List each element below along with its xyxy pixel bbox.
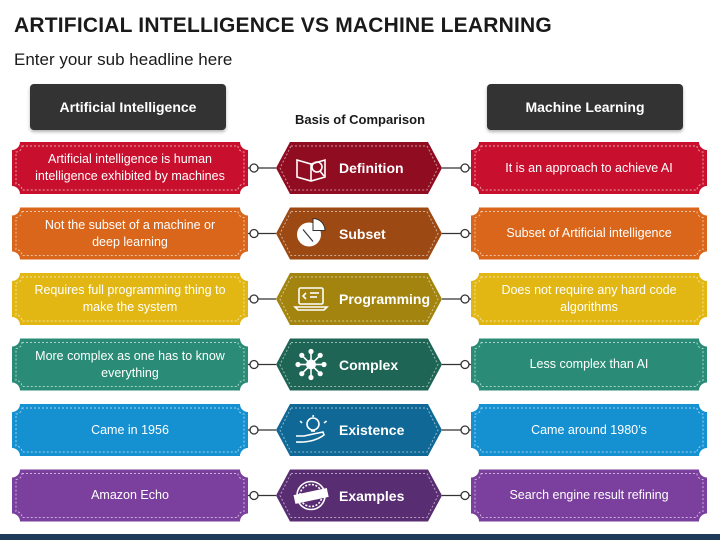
ai-card xyxy=(12,338,248,391)
basis-label: Existence xyxy=(339,422,405,438)
ai-card-text: More complex as one has to know everythi… xyxy=(35,348,225,380)
comparison-row xyxy=(12,273,707,325)
ml-column-header: Machine Learning xyxy=(487,84,683,130)
ml-card-border xyxy=(474,211,704,256)
ai-card xyxy=(12,273,248,325)
comparison-row xyxy=(12,469,707,522)
ml-card-border xyxy=(474,473,704,518)
ai-card-border xyxy=(15,473,245,518)
ai-card xyxy=(12,207,248,260)
right-connector-dot xyxy=(460,425,470,435)
right-connector-dot xyxy=(460,163,470,173)
ml-card-text: Less complex than AI xyxy=(529,357,649,371)
basis-badge xyxy=(276,273,442,325)
ai-card-text: Not the subset of a machine or deep lear… xyxy=(44,217,216,249)
page-subtitle: Enter your sub headline here xyxy=(14,50,233,69)
page-title: ARTIFICIAL INTELLIGENCE VS MACHINE LEARN… xyxy=(14,14,552,37)
ml-card xyxy=(471,404,707,456)
left-connector-dot xyxy=(249,359,259,370)
left-connector-dot xyxy=(249,490,259,501)
basis-label: Subset xyxy=(339,225,386,242)
basis-column-header: Basis of Comparison xyxy=(294,112,426,127)
bottom-bar xyxy=(0,534,720,540)
left-connector-dot xyxy=(249,294,259,304)
ai-card xyxy=(12,142,248,194)
ai-card-text: Amazon Echo xyxy=(91,488,169,502)
comparison-row xyxy=(12,142,707,194)
basis-label: Complex xyxy=(339,356,399,373)
ai-card-border xyxy=(15,145,245,191)
lightbulb-hand-icon xyxy=(295,414,328,443)
left-connector-dot xyxy=(249,425,259,435)
ai-card-border xyxy=(15,211,245,256)
ai-card-border xyxy=(15,342,245,387)
basis-badge-border xyxy=(279,211,439,256)
left-connector-dot xyxy=(249,228,259,239)
basis-badge-border xyxy=(279,473,439,518)
ai-card-text: Came in 1956 xyxy=(91,422,169,437)
ai-card-border xyxy=(15,407,245,453)
ml-card-border xyxy=(474,276,704,322)
basis-badge-border xyxy=(279,145,439,191)
ml-card xyxy=(471,338,707,391)
pie-chart-icon xyxy=(297,217,326,247)
network-icon xyxy=(295,348,327,381)
ml-card xyxy=(471,469,707,522)
basis-label: Programming xyxy=(339,291,431,307)
ml-card-text: Subset of Artificial intelligence xyxy=(506,226,672,240)
ml-card-text: It is an approach to achieve AI xyxy=(505,160,673,175)
basis-badge xyxy=(276,404,442,456)
ai-card xyxy=(12,469,248,522)
right-connector-dot xyxy=(460,294,470,304)
ml-card xyxy=(471,142,707,194)
basis-badge-border xyxy=(279,276,439,322)
right-connector-dot xyxy=(460,359,470,370)
basis-badge-border xyxy=(279,407,439,453)
book-icon xyxy=(296,158,326,182)
ai-card-border xyxy=(15,276,245,322)
right-connector-dot xyxy=(460,490,470,501)
ml-card xyxy=(471,207,707,260)
ai-card-text: Artificial intelligence is human intelli… xyxy=(35,152,225,183)
ai-card-text: Requires full programming thing to make … xyxy=(34,283,226,314)
example-stamp-icon xyxy=(293,480,329,511)
basis-badge xyxy=(276,338,442,391)
left-connector-dot xyxy=(249,163,259,173)
basis-badge-border xyxy=(279,342,439,387)
ai-card xyxy=(12,404,248,456)
right-connector-dot xyxy=(460,228,470,239)
ml-card-text: Search engine result refining xyxy=(509,488,669,502)
ml-card-border xyxy=(474,407,704,453)
ai-column-header: Artificial Intelligence xyxy=(30,84,226,130)
basis-badge xyxy=(276,142,442,194)
basis-label: Definition xyxy=(339,160,404,176)
ml-card-border xyxy=(474,145,704,191)
ml-card-text: Came around 1980’s xyxy=(531,422,647,437)
ml-card xyxy=(471,273,707,325)
laptop-code-icon xyxy=(293,287,329,311)
ml-card-border xyxy=(474,342,704,387)
comparison-row xyxy=(12,207,707,260)
basis-label: Examples xyxy=(339,487,405,504)
comparison-row xyxy=(12,404,707,456)
comparison-row xyxy=(12,338,707,391)
ml-card-text: Does not require any hard code algorithm… xyxy=(501,283,677,314)
